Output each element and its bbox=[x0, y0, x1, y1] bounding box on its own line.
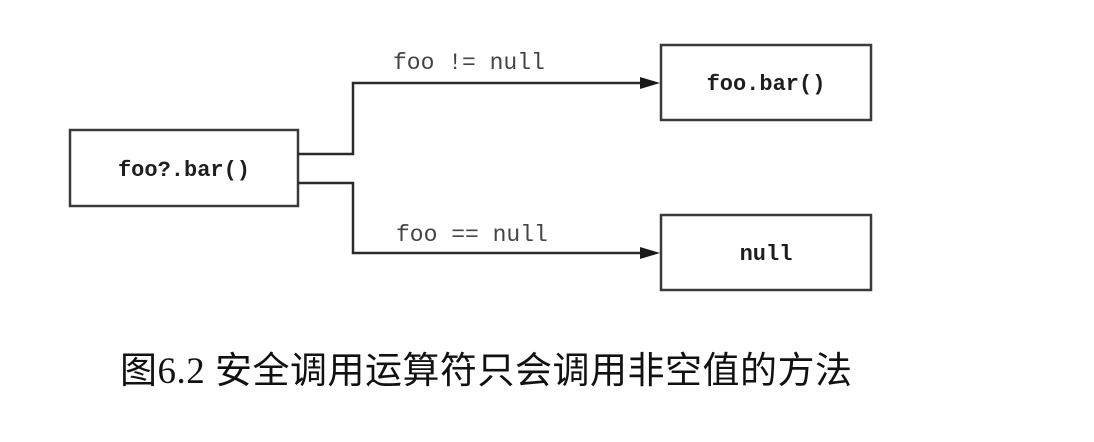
branch-not-null: foo != null bbox=[298, 50, 660, 156]
figure-caption: 图6.2 安全调用运算符只会调用非空值的方法 bbox=[120, 351, 853, 392]
source-node-label: foo?.bar() bbox=[118, 158, 250, 183]
target-node-call-box bbox=[659, 43, 873, 122]
source-node: foo?.bar() bbox=[68, 128, 300, 208]
target-node-call: foo.bar() bbox=[659, 43, 873, 122]
arrowhead-icon bbox=[640, 77, 660, 89]
connector-is-null bbox=[298, 181, 642, 255]
target-node-null-label: null bbox=[740, 242, 793, 267]
condition-label-not-null: foo != null bbox=[393, 50, 545, 76]
connector-not-null bbox=[298, 81, 642, 156]
branch-is-null: foo == null bbox=[298, 181, 660, 259]
arrowhead-icon bbox=[640, 247, 660, 259]
flow-diagram: foo?.bar() foo != null foo == null foo.b… bbox=[68, 43, 873, 292]
source-node-box bbox=[68, 128, 300, 208]
condition-label-is-null: foo == null bbox=[396, 222, 548, 248]
target-node-null: null bbox=[659, 213, 873, 292]
target-node-call-label: foo.bar() bbox=[707, 72, 826, 97]
target-node-null-box bbox=[659, 213, 873, 292]
